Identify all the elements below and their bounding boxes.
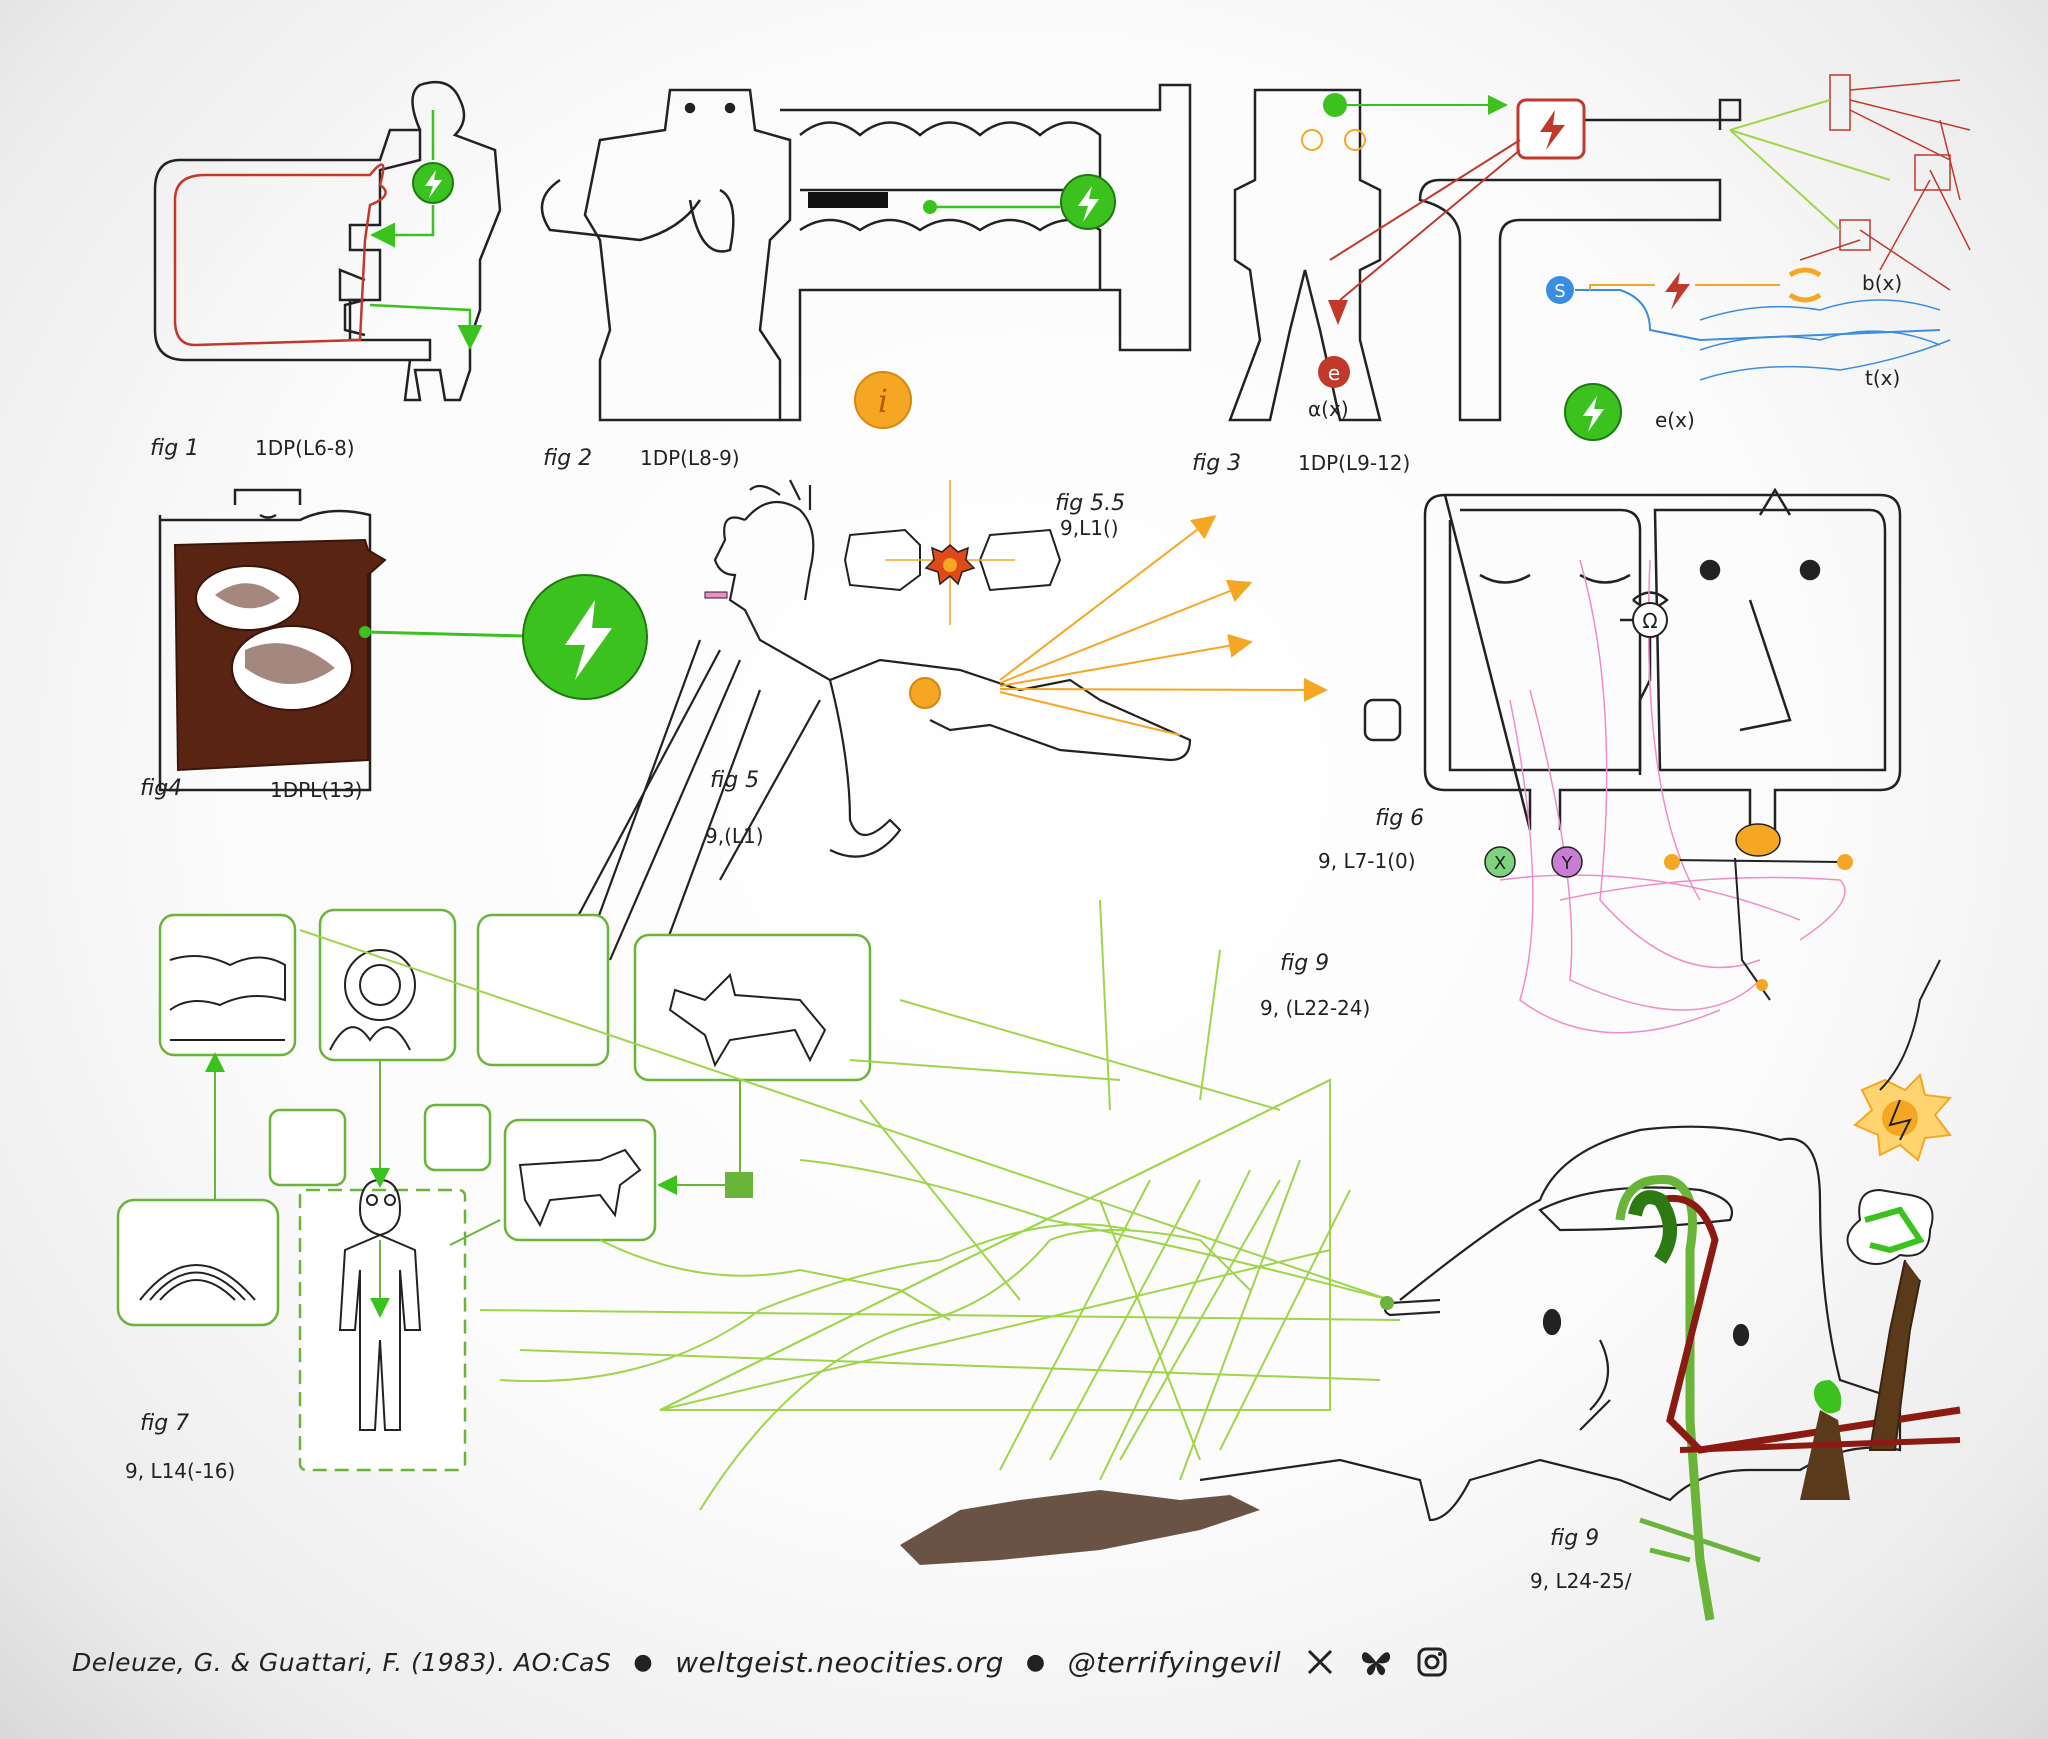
fig9-sun	[1853, 959, 1953, 1162]
fig3-blue-node: S	[1546, 276, 1951, 381]
fig7-green-square	[725, 1172, 753, 1198]
fig9-brain-paths	[1615, 1175, 1961, 1621]
fig9-face-drawing	[1199, 1125, 1902, 1522]
fig6-ref: 9, L7-1(0)	[1318, 849, 1416, 873]
fig9-brown-ground	[900, 1490, 1260, 1565]
fig6-label: fig 6	[1375, 806, 1424, 831]
svg-text:S: S	[1554, 281, 1565, 302]
fig6-drawing	[1363, 487, 1902, 831]
svg-text:Ω: Ω	[1642, 609, 1657, 633]
fig4-label: fig4	[140, 776, 182, 801]
svg-text:X: X	[1494, 853, 1506, 874]
fig1-caption: fig 1 1DP(L6-8)	[150, 436, 355, 461]
fig9-lime-web	[299, 899, 1401, 1511]
fig2-label: fig 2	[543, 446, 592, 471]
fig2-black-slot	[808, 192, 888, 208]
fig9b-ref: 9, L24-25/	[1530, 1569, 1632, 1593]
fig55-ref: 9,L1()	[1060, 516, 1119, 540]
svg-text:e: e	[1328, 361, 1340, 385]
fig1-ref: 1DP(L6-8)	[255, 436, 355, 460]
fig9b-caption: fig 9 9, L24-25/	[1530, 1526, 1632, 1593]
fig3-t-label: t(x)	[1865, 366, 1900, 390]
fig5-ref: 9,(L1)	[705, 824, 764, 848]
fig4-caption: fig4 1DPL(13)	[140, 776, 362, 802]
fig9-tree	[1800, 1188, 1934, 1500]
fig5-caption: fig 5 9,(L1)	[705, 768, 764, 848]
fig9b-label: fig 9	[1550, 1526, 1599, 1551]
fig3-red-node	[1328, 98, 1586, 325]
fig7-label: fig 7	[140, 1411, 189, 1436]
fig3-network-box	[1799, 74, 1971, 291]
fig55-label: fig 5.5	[1055, 491, 1125, 516]
fig3-drawing	[1228, 88, 1742, 422]
fig4-drawing	[158, 488, 387, 792]
fig2-ref: 1DP(L8-9)	[640, 446, 740, 470]
fig1-power-node	[370, 110, 483, 350]
fig3-small-power	[1301, 93, 1508, 151]
fig7-ref: 9, L14(-16)	[125, 1459, 235, 1483]
fig9-green-dot	[1380, 1296, 1394, 1310]
fig3-ref: 1DP(L9-12)	[1298, 451, 1410, 475]
instagram-icon[interactable]	[1415, 1645, 1449, 1679]
svg-text:i: i	[878, 382, 888, 420]
x-icon[interactable]	[1303, 1645, 1337, 1679]
fig9a-ref: 9, (L22-24)	[1260, 996, 1370, 1020]
fig4-ref: 1DPL(13)	[270, 778, 362, 802]
fig9-red-bars	[1679, 1437, 1961, 1453]
fig6-orange-node	[1664, 823, 1853, 1001]
fig6-x-node: X	[1484, 846, 1516, 878]
footer: Deleuze, G. & Guattari, F. (1983). AO:Ca…	[72, 1632, 1972, 1692]
fig2-caption: fig 2 1DP(L8-9)	[543, 446, 740, 471]
fig3-label: fig 3	[1192, 451, 1241, 476]
fig3-alpha-label: α(x)	[1308, 397, 1349, 421]
fig4-power-node	[359, 574, 648, 700]
fig55-caption: fig 5.5 9,L1()	[1055, 491, 1125, 540]
fig5-label: fig 5	[710, 768, 759, 793]
separator-dot: ●	[1025, 1649, 1046, 1675]
fig3-e-node	[1564, 383, 1622, 441]
site-link[interactable]: weltgeist.neocities.org	[675, 1645, 1004, 1679]
fig7-ink-details	[139, 949, 827, 1431]
citation: Deleuze, G. & Guattari, F. (1983). AO:Ca…	[72, 1647, 612, 1677]
fig5-drawing	[559, 479, 1192, 961]
fig1-red-loop	[173, 163, 387, 347]
fig6-caption: fig 6 9, L7-1(0)	[1318, 806, 1424, 873]
butterfly-icon[interactable]	[1359, 1645, 1393, 1679]
fig3-alpha-node: e α(x)	[1308, 356, 1350, 421]
fig9a-caption: fig 9 9, (L22-24)	[1260, 951, 1370, 1020]
handle-link[interactable]: @terrifyingevil	[1067, 1645, 1282, 1679]
svg-text:Y: Y	[1561, 853, 1574, 874]
fig2-power-node	[923, 174, 1116, 230]
separator-dot: ●	[633, 1649, 654, 1675]
fig6-pink-wires	[1499, 559, 1846, 1034]
fig3-caption: fig 3 1DP(L9-12)	[1192, 451, 1410, 476]
fig2-drawing	[540, 83, 1192, 422]
fig9a-label: fig 9	[1280, 951, 1329, 976]
fig5-tongue	[704, 591, 728, 599]
fig3-red-bolt	[1589, 267, 1822, 310]
fig7-caption: fig 7 9, L14(-16)	[125, 1411, 235, 1483]
fig2-info-node: i	[854, 371, 912, 429]
fig3-b-label: b(x)	[1862, 271, 1902, 295]
fig1-drawing	[153, 80, 502, 402]
fig6-y-node: Y	[1551, 846, 1583, 878]
fig1-label: fig 1	[150, 436, 199, 461]
fig6-omega-node: Ω	[1632, 602, 1668, 638]
fig3-green-branch	[1729, 99, 1891, 231]
fig5-orange-rays	[909, 515, 1328, 736]
fig3-e-label: e(x)	[1655, 408, 1695, 432]
fig55-burst	[924, 544, 976, 586]
